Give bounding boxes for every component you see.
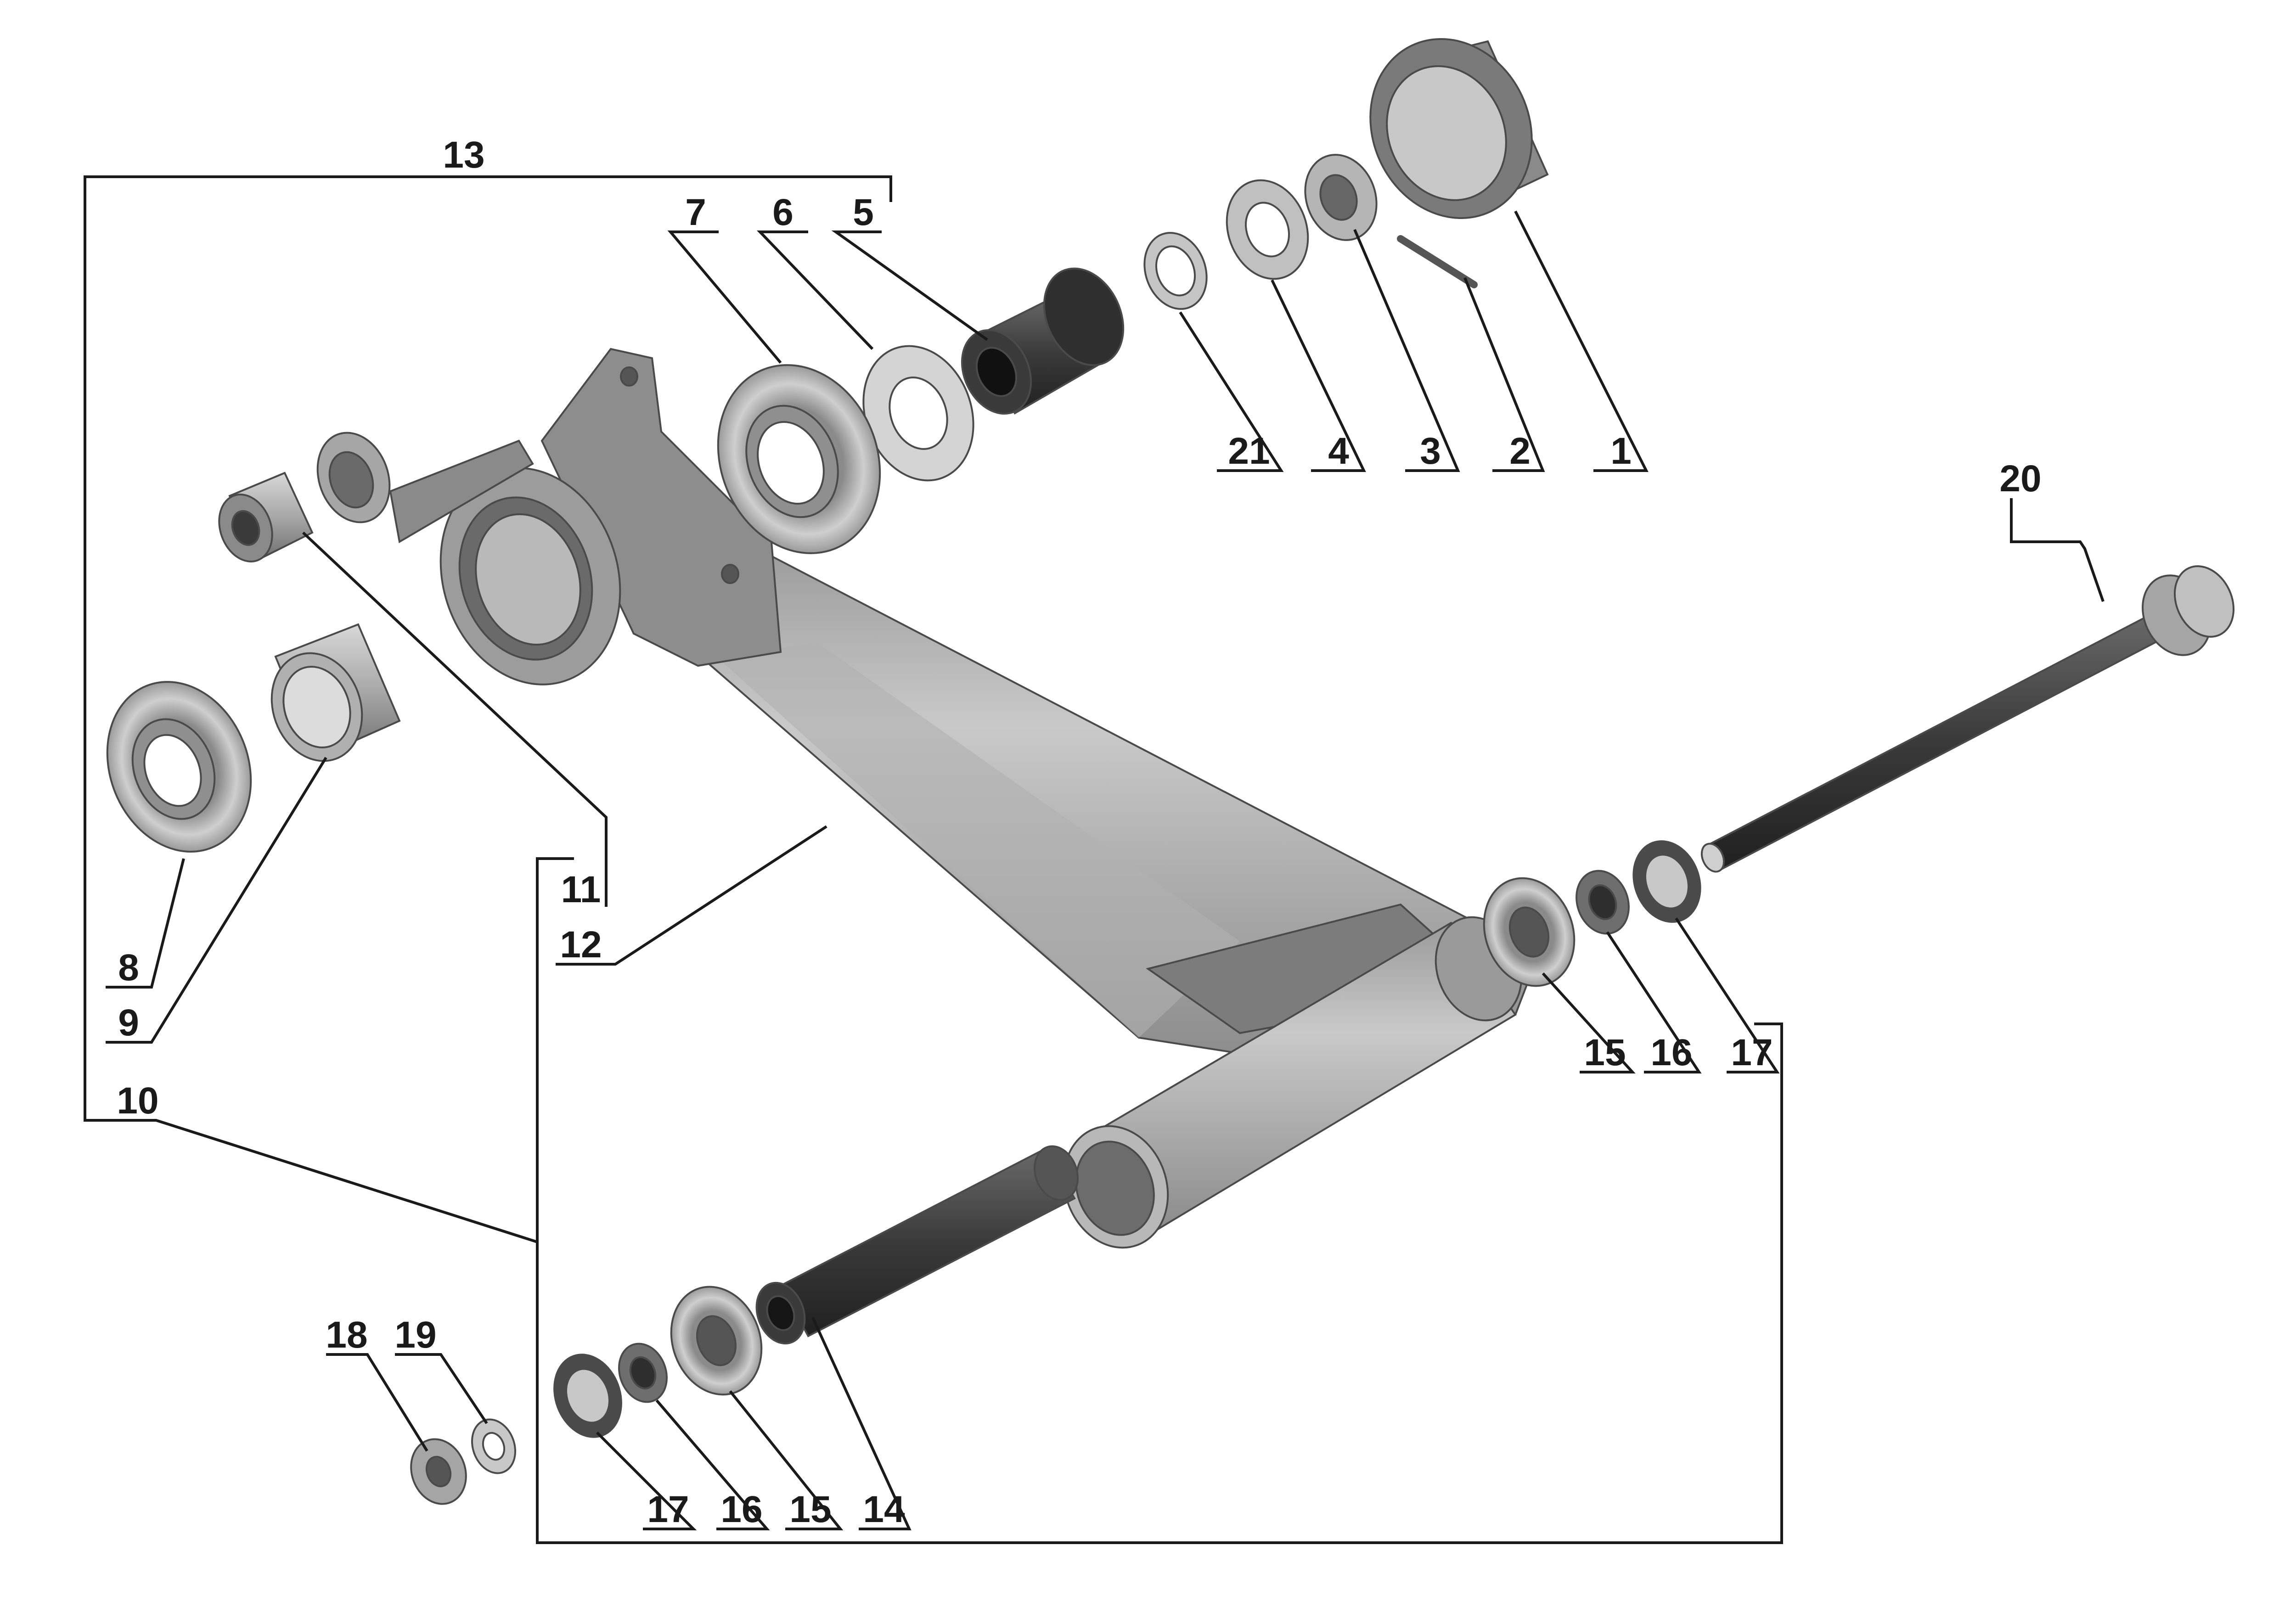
swing-arm-body <box>316 348 1540 1249</box>
label-4: 4 <box>1328 430 1349 472</box>
label-1: 1 <box>1610 430 1632 472</box>
spline-gear <box>961 267 1125 415</box>
bracket-assembly-lower <box>536 857 1783 1544</box>
castle-nut <box>1304 154 1378 241</box>
bushing-11 <box>218 472 314 562</box>
label-10: 10 <box>117 1080 158 1122</box>
leader-21 <box>1179 311 1284 472</box>
bearing-15-right <box>1483 877 1576 987</box>
label-17-right: 17 <box>1731 1032 1773 1073</box>
leader-1 <box>1514 210 1649 472</box>
label-12: 12 <box>560 924 602 966</box>
leader-19 <box>395 1353 488 1424</box>
shaft-14 <box>755 1145 1079 1345</box>
label-14: 14 <box>863 1489 905 1530</box>
leader-11 <box>302 531 608 907</box>
group-brackets <box>84 175 1783 1544</box>
ring-21 <box>1143 232 1208 310</box>
seal-17-left <box>553 1354 622 1438</box>
leader-12 <box>556 825 827 966</box>
leader-16-left <box>655 1399 770 1530</box>
leader-9 <box>106 757 327 1044</box>
spacer-9 <box>270 623 401 762</box>
label-13: 13 <box>443 134 484 176</box>
cotter-pin <box>1397 235 1478 288</box>
leader-18 <box>326 1353 428 1452</box>
label-11: 11 <box>561 869 601 910</box>
leader-20 <box>2010 498 2105 602</box>
leader-10 <box>115 1119 538 1243</box>
label-15-left: 15 <box>789 1489 831 1530</box>
leader-17-right <box>1675 917 1780 1073</box>
spacer-16-left <box>618 1343 668 1403</box>
leader-14 <box>811 1317 912 1530</box>
bearing-7 <box>717 364 881 554</box>
label-7: 7 <box>685 191 706 233</box>
leader-lines <box>106 210 2105 1530</box>
leader-8 <box>106 858 185 989</box>
leader-2 <box>1463 277 1545 472</box>
bearing-8 <box>106 681 252 853</box>
leader-17-left <box>596 1431 697 1530</box>
label-5: 5 <box>853 191 874 233</box>
label-17-left: 17 <box>647 1489 689 1530</box>
leader-15-left <box>729 1390 844 1530</box>
label-20: 20 <box>1999 458 2041 500</box>
callout-labels: 1 2 3 4 5 6 7 8 9 10 11 12 13 14 15 15 1… <box>117 134 2041 1530</box>
label-15-right: 15 <box>1584 1032 1626 1073</box>
label-9: 9 <box>118 1002 139 1044</box>
washer-19 <box>471 1418 517 1474</box>
label-16-right: 16 <box>1650 1032 1692 1073</box>
label-2: 2 <box>1509 430 1531 472</box>
label-21: 21 <box>1228 430 1270 472</box>
washer-4 <box>1226 179 1309 280</box>
label-18: 18 <box>326 1314 367 1356</box>
long-bolt <box>1700 565 2235 873</box>
leader-4 <box>1271 279 1366 472</box>
parts <box>106 38 2235 1505</box>
label-3: 3 <box>1420 430 1441 472</box>
cover-cup <box>1369 38 1549 219</box>
nut-18 <box>410 1438 467 1505</box>
bracket-13 <box>84 175 892 1122</box>
spacer-16-right <box>1576 870 1630 935</box>
bearing-15-left <box>670 1286 763 1396</box>
label-16-left: 16 <box>720 1489 762 1530</box>
label-8: 8 <box>118 947 139 989</box>
leader-16-right <box>1606 931 1702 1073</box>
label-19: 19 <box>394 1314 436 1356</box>
leader-5 <box>831 230 988 341</box>
seal-17-right <box>1632 840 1701 923</box>
leader-3 <box>1353 229 1460 472</box>
leader-15-right <box>1542 972 1636 1073</box>
label-6: 6 <box>772 191 793 233</box>
leader-6 <box>756 230 874 350</box>
leader-7 <box>667 230 782 364</box>
